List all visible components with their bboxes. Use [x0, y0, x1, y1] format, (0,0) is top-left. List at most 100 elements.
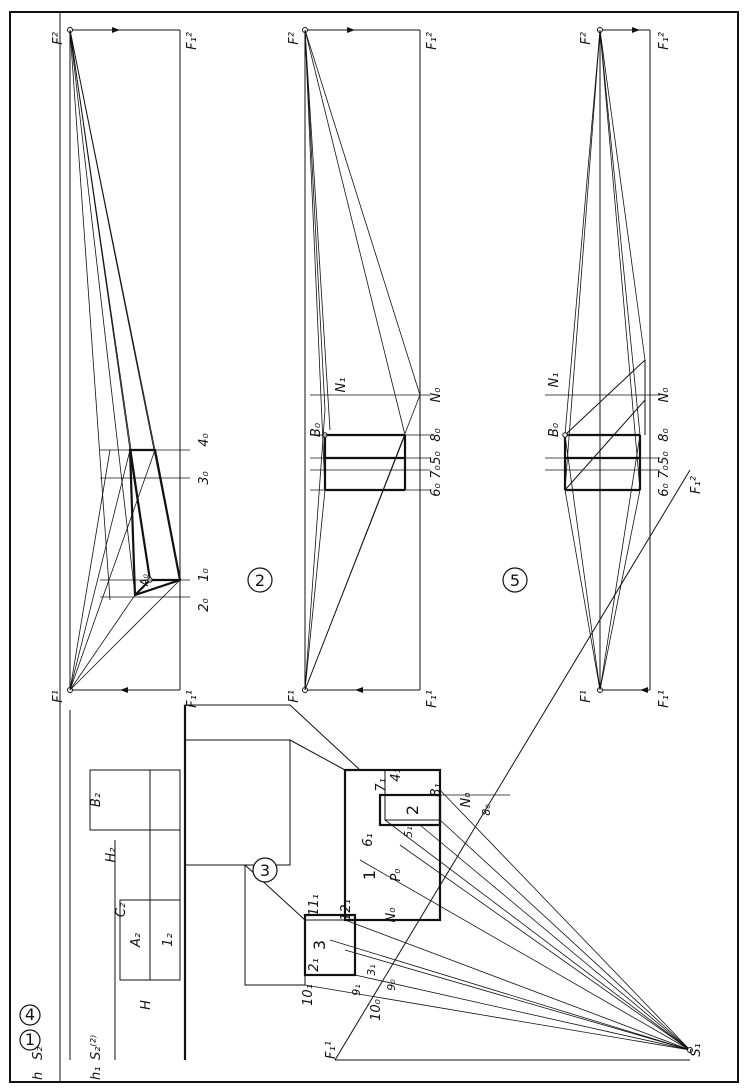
label-10-0: 10₀ — [369, 998, 384, 1021]
ray — [304, 29, 331, 431]
label-6-0: 6₀ — [429, 482, 444, 496]
label-4-0: 4₀ — [197, 432, 212, 446]
label-S2: S₂ — [31, 1047, 46, 1060]
label-C2: C₂ — [114, 903, 129, 917]
label-6-0: 6₀ — [657, 482, 672, 496]
ray — [69, 449, 111, 691]
block-number-2: 2 — [403, 805, 422, 815]
block-number-3: 3 — [310, 940, 329, 950]
block-3 — [303, 913, 357, 977]
label-4-1: 4₁ — [389, 768, 404, 781]
ray — [439, 819, 691, 1051]
panel-number-4 — [19, 1004, 41, 1026]
label-F1-2: F₁² — [689, 476, 704, 494]
ray — [304, 29, 326, 491]
label-8-0b: 8₀ — [480, 804, 493, 816]
building-edge — [289, 739, 346, 771]
label-F1: F¹ — [287, 690, 302, 703]
box-edge — [128, 449, 152, 581]
point-S1 — [687, 1047, 693, 1053]
label-3-1: 3₁ — [365, 964, 378, 975]
block-1 — [343, 768, 442, 922]
ray — [564, 29, 601, 436]
label-S1: S₁ — [689, 1043, 704, 1056]
arrow-icon — [120, 687, 128, 693]
label-F1-1: F₁¹ — [425, 690, 440, 708]
label-N0: N₀ — [459, 792, 474, 808]
ray — [399, 844, 691, 1051]
label-N0: N₀ — [429, 387, 444, 403]
label-N0: N₀ — [657, 387, 672, 403]
label-H2: H₂ — [104, 848, 119, 863]
ray — [354, 974, 691, 1051]
ray — [69, 29, 136, 596]
label-5-0: 5₀ — [429, 450, 444, 464]
label-7-1: 7₁ — [374, 778, 389, 791]
ray — [69, 594, 136, 691]
ray — [304, 489, 326, 691]
ray — [564, 489, 601, 691]
label-l2: 1₂ — [161, 933, 176, 946]
label-F1: F¹ — [579, 690, 594, 703]
label-5-0: 5₀ — [657, 450, 672, 464]
label-2-1: 2₁ — [307, 958, 322, 971]
panel-number-2-text: 2 — [255, 571, 265, 590]
ray — [439, 789, 691, 1051]
ray — [304, 409, 326, 691]
arrow-icon — [640, 687, 648, 693]
label-P0: P₀ — [389, 868, 404, 882]
sheet-frame — [9, 11, 739, 1083]
label-h1: h₁ — [89, 1067, 104, 1080]
shadow-edge — [564, 399, 646, 491]
panel-3 — [302, 27, 430, 693]
panel-2 — [67, 27, 190, 693]
label-A2: A₂ — [129, 933, 144, 948]
label-9-0: 9₀ — [385, 979, 398, 991]
panel-number-4-text: 4 — [25, 1005, 35, 1024]
label-F1b: F₁¹ — [324, 1041, 339, 1059]
arrow-icon — [632, 27, 640, 33]
ray — [69, 449, 156, 691]
ray — [359, 859, 691, 1051]
label-8-0: 8₀ — [657, 427, 672, 441]
label-12-1: 12₁ — [339, 899, 354, 921]
ray — [329, 939, 691, 1051]
label-F2-1: F₁² — [425, 32, 440, 50]
ray — [304, 29, 406, 436]
ray — [599, 489, 641, 691]
label-8-0: 8₀ — [429, 427, 444, 441]
panel-number-3-text: 3 — [260, 861, 270, 880]
label-1-0: 1₀ — [197, 567, 212, 581]
ray — [599, 29, 641, 491]
ray — [344, 949, 691, 1051]
label-F2: F² — [51, 32, 66, 45]
label-7-0: 7₀ — [429, 464, 444, 478]
ray — [564, 434, 601, 691]
label-3-0: 3₀ — [197, 470, 212, 484]
panel-number-2 — [247, 567, 273, 593]
ground-trace — [334, 469, 691, 1061]
ray — [304, 29, 421, 396]
label-F1-1: F₁¹ — [657, 690, 672, 708]
ray — [69, 29, 111, 601]
label-F1: F¹ — [51, 690, 66, 703]
label-9-1: 9₁ — [350, 984, 363, 995]
ray — [304, 984, 691, 1051]
label-5-1: 5₁ — [402, 826, 415, 837]
arrow-icon — [355, 687, 363, 693]
label-B0: B₀ — [547, 422, 562, 437]
ray — [384, 819, 691, 1051]
column — [149, 769, 181, 981]
label-F2: F² — [287, 32, 302, 45]
ray — [344, 919, 691, 1051]
label-6-1: 6₁ — [361, 833, 376, 846]
panel-5 — [545, 27, 660, 693]
arrow-icon — [112, 27, 120, 33]
point-B0 — [562, 432, 568, 438]
ray — [599, 29, 646, 361]
label-h: h — [31, 1072, 46, 1080]
label-N0b: N₀ — [384, 907, 399, 923]
panel-number-3 — [252, 857, 278, 883]
